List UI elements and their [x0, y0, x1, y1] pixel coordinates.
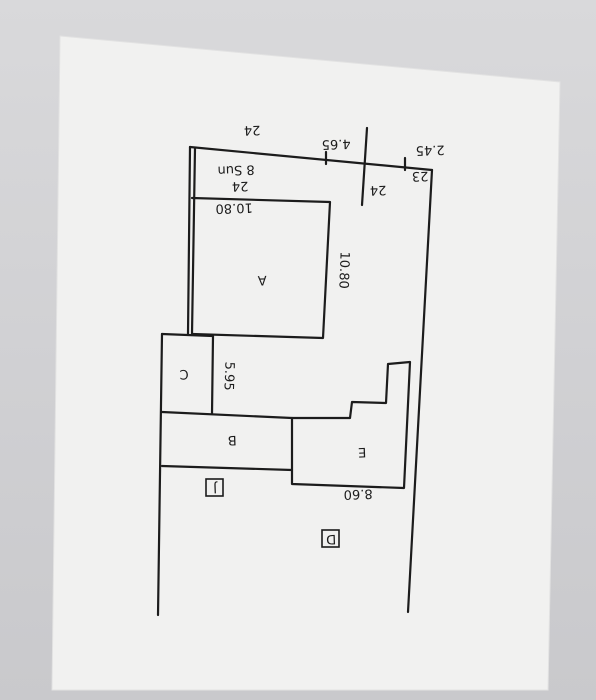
plot-right-edge [406, 168, 434, 614]
room-b-bottom [160, 464, 294, 472]
dimension-room-a-top: 10.80 [215, 199, 253, 215]
dimension-4-65: 4.65 [321, 135, 350, 151]
dimension-room-e: 8.60 [343, 485, 372, 501]
plot-top-edge [188, 145, 434, 172]
plot-left-lower-edge [156, 332, 164, 617]
box-j-label: J [213, 480, 218, 495]
plot-left-edge [186, 145, 192, 336]
plot-code-24: 24 [232, 178, 249, 194]
box-j [205, 478, 224, 497]
plot-code-24-mid: 24 [370, 182, 387, 198]
room-e-outline [290, 360, 412, 490]
plot-area: 8 Sun [217, 161, 255, 177]
dimension-line [360, 126, 369, 207]
box-d-label: D [326, 531, 337, 546]
paper-sheet [51, 35, 561, 691]
dimension-2-45: 2.45 [415, 141, 444, 157]
room-b-label: B [227, 432, 236, 447]
dimension-room-c: 5.95 [220, 361, 236, 390]
room-c-bottom [160, 410, 294, 420]
dimension-room-a-side: 10.80 [335, 251, 351, 289]
room-a-label: A [257, 272, 267, 287]
strip-top [160, 332, 215, 338]
room-a-outline [190, 196, 332, 340]
room-e-label: E [358, 444, 367, 459]
plot-code-23: 23 [412, 168, 429, 184]
plot-code-24-top: 24 [244, 122, 261, 138]
room-c-divider [210, 334, 215, 416]
room-c-label: C [179, 366, 189, 381]
box-d [321, 529, 340, 548]
plot-left-edge-inner [190, 146, 197, 336]
